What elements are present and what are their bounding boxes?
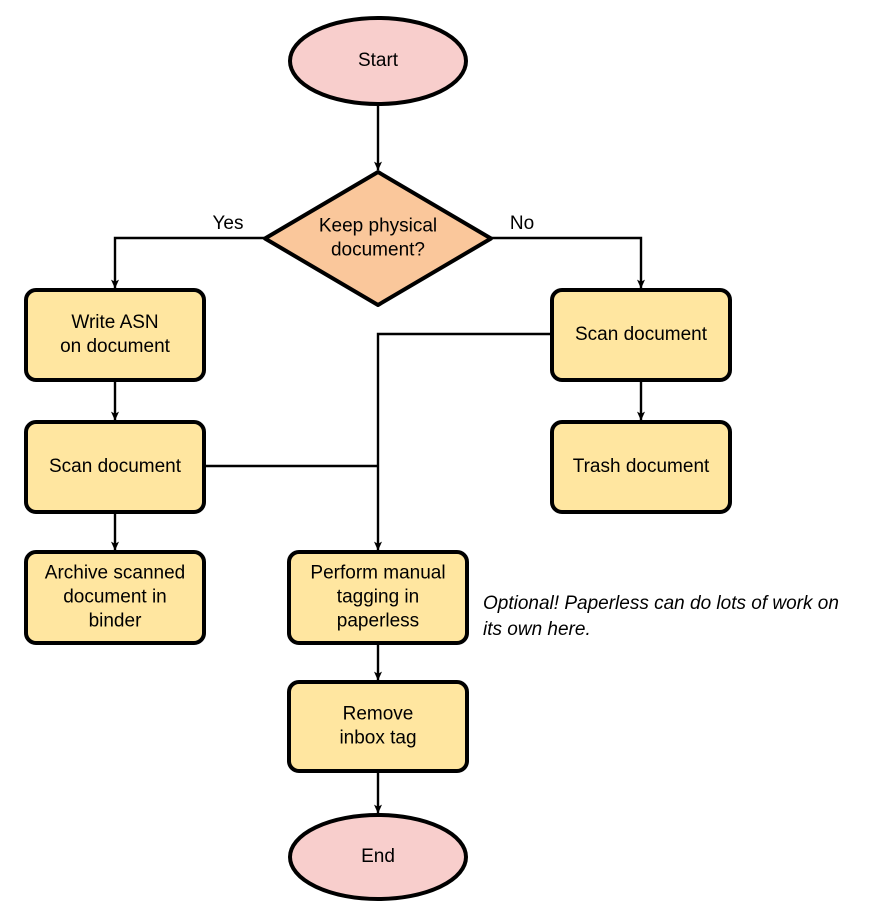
annotations-layer: Optional! Paperless can do lots of work …: [483, 593, 839, 640]
node-label: Trash document: [573, 456, 710, 477]
edge-label-no: No: [510, 213, 534, 234]
node-shape-ellipse: [288, 16, 468, 106]
edge-line: [374, 332, 552, 551]
node-scan-left[interactable]: Scan document: [24, 420, 206, 514]
edge-line: [111, 236, 265, 289]
node-end[interactable]: End: [288, 813, 468, 901]
node-shape-diamond: [263, 170, 493, 307]
node-label: End: [361, 846, 395, 867]
node-start[interactable]: Start: [288, 16, 468, 106]
node-shape-rect: [550, 288, 732, 382]
edge-decision-yes-to-write-asn: Yes: [111, 213, 265, 289]
node-scan-right[interactable]: Scan document: [550, 288, 732, 382]
node-label: Start: [358, 50, 399, 71]
node-shape-rect: [287, 550, 469, 645]
edge-line: [491, 236, 645, 289]
node-label: Scan document: [575, 324, 708, 345]
edge-label-yes: Yes: [213, 213, 244, 234]
node-shape-rect: [24, 550, 206, 645]
node-shape-ellipse: [288, 813, 468, 901]
node-shape-rect: [550, 420, 732, 514]
node-shape-rect: [24, 288, 206, 382]
node-trash[interactable]: Trash document: [550, 420, 732, 514]
edge-decision-no-to-scan-right: No: [491, 213, 645, 289]
edge-scan-right-to-tagging: [374, 332, 552, 551]
edges-layer: Yes No: [111, 104, 645, 814]
annotation-optional-note: Optional! Paperless can do lots of work …: [483, 593, 839, 640]
node-shape-rect: [287, 680, 469, 773]
node-shape-rect: [24, 420, 206, 514]
node-label: Scan document: [49, 456, 182, 477]
